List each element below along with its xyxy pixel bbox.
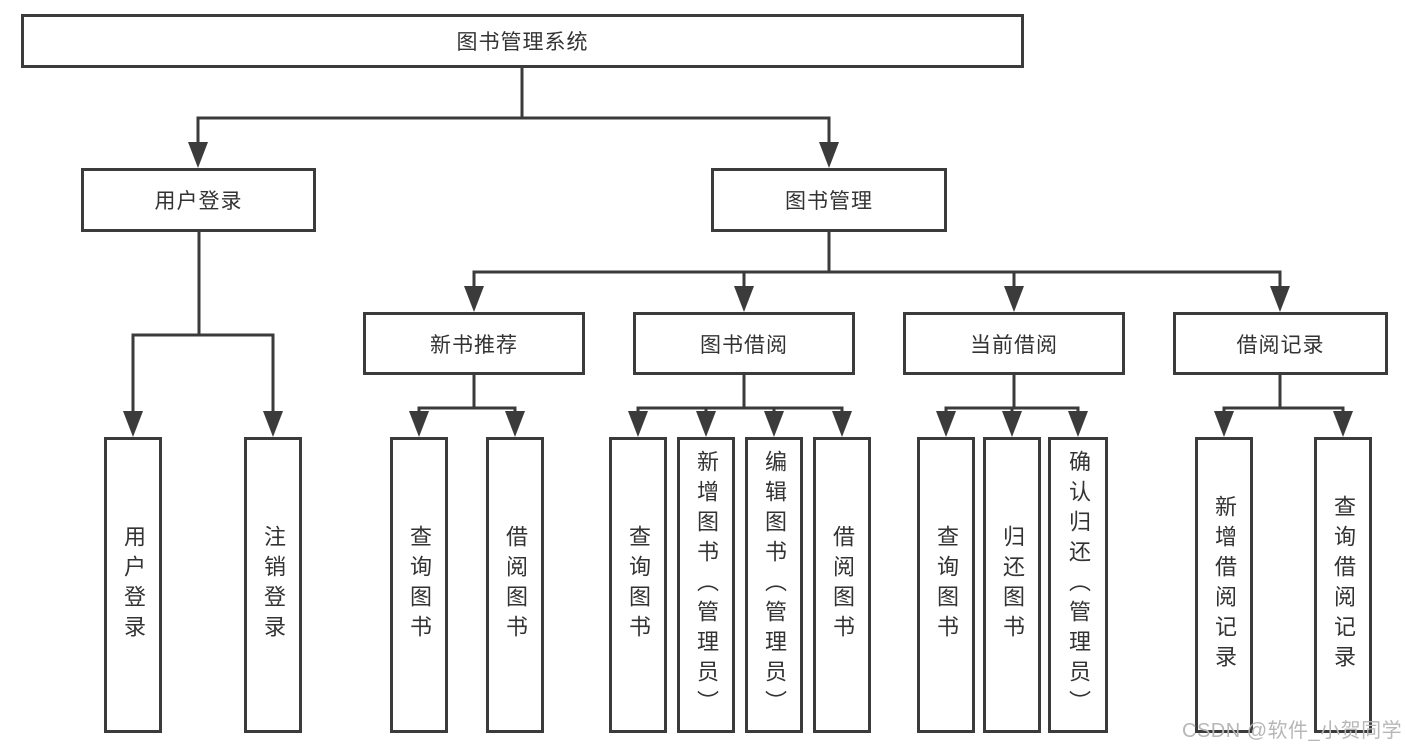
node-leaf-query-books-borrowing: 查询图书	[609, 437, 667, 733]
node-leaf-confirm-return-admin: 确认归还（管理员）	[1048, 437, 1108, 733]
node-label: 用户登录	[154, 190, 243, 213]
node-label: 查询图书	[626, 525, 651, 645]
node-label: 用户登录	[121, 525, 146, 645]
node-label: 归还图书	[1000, 525, 1025, 645]
node-label: 借阅图书	[503, 525, 528, 645]
node-label: 编辑图书（管理员）	[762, 450, 787, 720]
node-current-borrowing: 当前借阅	[903, 312, 1125, 375]
node-leaf-query-books-recommend: 查询图书	[390, 437, 448, 733]
node-leaf-return-books: 归还图书	[983, 437, 1041, 733]
node-leaf-add-borrow-record: 新增借阅记录	[1195, 437, 1253, 733]
node-leaf-query-books-current: 查询图书	[917, 437, 975, 733]
node-book-management: 图书管理	[711, 168, 947, 232]
node-book-borrowing: 图书借阅	[633, 312, 855, 375]
node-label: 查询图书	[934, 525, 959, 645]
node-label: 图书借阅	[700, 333, 788, 357]
node-leaf-borrow-books-borrowing: 借阅图书	[813, 437, 871, 733]
csdn-watermark: CSDN @软件_小贺同学	[1182, 720, 1403, 742]
node-label: 新增图书（管理员）	[694, 450, 719, 720]
node-borrowing-records: 借阅记录	[1173, 312, 1388, 375]
node-leaf-logout: 注销登录	[244, 437, 302, 733]
node-leaf-add-books-admin: 新增图书（管理员）	[677, 437, 735, 733]
node-label: 查询借阅记录	[1331, 495, 1356, 675]
node-label: 图书管理	[785, 190, 873, 213]
node-new-book-recommend: 新书推荐	[363, 312, 585, 375]
node-label: 借阅图书	[830, 525, 855, 645]
node-label: 新增借阅记录	[1212, 495, 1237, 675]
node-label: 注销登录	[261, 525, 286, 645]
node-label: 借阅记录	[1236, 333, 1325, 357]
node-leaf-user-login: 用户登录	[104, 437, 162, 733]
node-label: 确认归还（管理员）	[1066, 450, 1091, 720]
arrowheads	[123, 142, 1353, 437]
node-label: 查询图书	[407, 525, 432, 645]
node-leaf-edit-books-admin: 编辑图书（管理员）	[745, 437, 803, 733]
node-root-library-management-system: 图书管理系统	[21, 14, 1024, 68]
node-label: 当前借阅	[970, 333, 1058, 357]
node-leaf-query-borrow-record: 查询借阅记录	[1314, 437, 1372, 733]
node-label: 新书推荐	[430, 333, 518, 357]
node-user-login: 用户登录	[81, 168, 316, 232]
node-label: 图书管理系统	[456, 31, 589, 54]
node-leaf-borrow-books-recommend: 借阅图书	[486, 437, 544, 733]
